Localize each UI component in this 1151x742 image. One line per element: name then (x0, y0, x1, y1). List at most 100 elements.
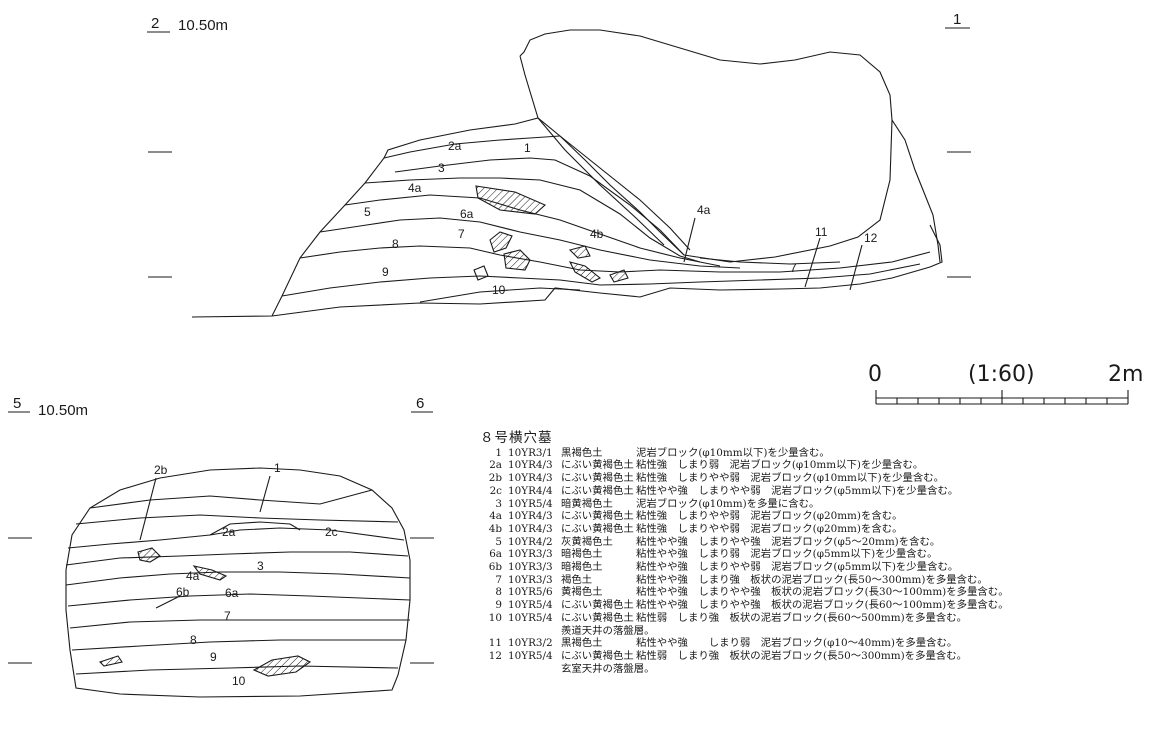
top-right-marker: 1 (953, 11, 961, 28)
soil-color: 黒褐色土 (561, 637, 603, 650)
layer-id: 4b (488, 522, 502, 535)
layer-label: 9 (210, 650, 217, 664)
bottom-layer-labels: 2b 1 2a 2c 3 4a 6b 6a 7 8 9 10 (154, 461, 338, 688)
layer-description: 粘性やや強 しまり弱 泥岩ブロック(φ5mm以下)を少量含む。 (636, 548, 938, 561)
layer-id: 6a (489, 548, 502, 561)
scale-ratio-label: (1:60) (968, 362, 1035, 387)
bottom-section (8, 411, 434, 698)
soil-color: 暗褐色土 (561, 548, 603, 561)
bottom-section-outline (65, 467, 411, 698)
munsell-code: 10YR4/3 (508, 472, 553, 485)
munsell-code: 10YR4/3 (508, 459, 553, 472)
layer-label: 4a (408, 181, 422, 195)
layer-id: 6b (488, 561, 502, 574)
layer-label: 7 (458, 227, 465, 241)
soil-color: にぶい黄褐色土 (561, 510, 634, 523)
layer-label: 10 (492, 283, 506, 297)
munsell-code: 10YR3/3 (508, 548, 553, 561)
layer-id: 8 (495, 586, 502, 599)
soil-color: にぶい黄褐色土 (561, 459, 634, 472)
layer-description: 粘性やや強 しまり弱 泥岩ブロック(φ10～40mm)を多量含む。 (636, 637, 958, 650)
soil-color: にぶい黄褐色土 (561, 522, 634, 535)
layer-description: 粘性弱 しまり強 板状の泥岩ブロック(長50～300mm)を多量含む。 (636, 649, 968, 662)
legend-title: ８号横穴墓 (480, 430, 553, 446)
soil-color: にぶい黄褐色土 (561, 484, 634, 497)
bottom-left-marker: 5 (13, 395, 21, 412)
soil-color: 暗褐色土 (561, 561, 603, 574)
bottom-right-marker: 6 (416, 395, 424, 412)
layer-label: 8 (190, 633, 197, 647)
soil-color: にぶい黄褐色土 (561, 599, 634, 612)
munsell-code: 10YR3/3 (508, 573, 553, 586)
soil-color: 褐色土 (561, 573, 593, 586)
layer-label: 2c (325, 525, 338, 539)
legend-row: 6b 10YR3/3 暗褐色土 粘性やや強 しまりやや弱 泥岩ブロック(φ5mm以下)… (480, 561, 1148, 574)
legend-row: 5 10YR4/2 灰黄褐色土 粘性やや強 しまりやや強 泥岩ブロック(φ5～20mm… (480, 536, 1148, 549)
layer-description: 粘性やや強 しまりやや強 泥岩ブロック(φ5～20mm)を含む。 (636, 535, 941, 548)
legend-row: 6a 10YR3/3 暗褐色土 粘性やや強 しまり弱 泥岩ブロック(φ5mm以下)を少… (480, 548, 1148, 561)
layer-label: 6a (225, 586, 239, 600)
layer-label: 4b (590, 227, 604, 241)
top-elevation: 10.50m (178, 17, 228, 34)
scale-bar (875, 390, 1129, 405)
layer-label: 3 (438, 161, 445, 175)
layer-description: 粘性強 しまり弱 泥岩ブロック(φ10mm以下)を少量含む。 (636, 459, 924, 472)
top-left-marker: 2 (151, 15, 159, 32)
layer-id: 9 (495, 599, 502, 612)
bottom-elevation: 10.50m (38, 402, 88, 419)
munsell-code: 10YR5/4 (508, 497, 553, 510)
top-section-outline (191, 29, 893, 318)
munsell-code: 10YR3/2 (508, 637, 553, 650)
layer-label: 11 (815, 225, 828, 239)
layer-id: 3 (495, 497, 502, 510)
layer-id: 2a (489, 459, 502, 472)
layer-label: 6a (460, 207, 474, 221)
layer-note: 玄室天井の落盤層。 (561, 662, 655, 675)
scale-start-label: 0 (868, 362, 882, 387)
soil-color: 黄褐色土 (561, 586, 603, 599)
munsell-code: 10YR4/2 (508, 535, 553, 548)
layer-label: 1 (274, 461, 281, 475)
layer-description: 粘性強 しまりやや弱 泥岩ブロック(φ10mm以下)を少量含む。 (636, 472, 945, 485)
layer-description: 粘性強 しまりやや弱 泥岩ブロック(φ20mm)を含む。 (636, 522, 903, 535)
soil-color: にぶい黄褐色土 (561, 472, 634, 485)
soil-color: 灰黄褐色土 (561, 535, 613, 548)
layer-label: 7 (790, 261, 797, 275)
legend-row: 2b 10YR4/3 にぶい黄褐色土粘性強 しまりやや弱 泥岩ブロック(φ10mm以… (480, 472, 1148, 485)
layer-id: 5 (495, 535, 502, 548)
layer-id: 2c (489, 484, 502, 497)
layer-id: 1 (495, 446, 502, 459)
layer-id: 2b (488, 472, 502, 485)
layer-label: 4a (186, 569, 200, 583)
layer-label: 2b (154, 463, 168, 477)
layer-label: 1 (524, 141, 531, 155)
layer-label: 12 (864, 231, 878, 245)
layer-description: 粘性やや強 しまりやや弱 泥岩ブロック(φ5mm以下)を少量含む。 (636, 561, 959, 574)
layer-label: 2a (448, 139, 462, 153)
soil-color: にぶい黄褐色土 (561, 611, 634, 624)
munsell-code: 10YR4/3 (508, 522, 553, 535)
layer-label: 5 (364, 205, 371, 219)
legend-row: 4b 10YR4/3 にぶい黄褐色土粘性強 しまりやや弱 泥岩ブロック(φ20mm)… (480, 523, 1148, 536)
layer-id: 10 (488, 611, 502, 624)
scale-end-label: 2m (1108, 362, 1143, 387)
layer-description: 粘性弱 しまり強 板状の泥岩ブロック(長60～500mm)を多量含む。 (636, 611, 968, 624)
layer-description: 粘性やや強 しまり強 板状の泥岩ブロック(長50～300mm)を多量含む。 (636, 573, 988, 586)
munsell-code: 10YR5/4 (508, 649, 553, 662)
layer-label: 8 (392, 237, 399, 251)
soil-color: 黒褐色土 (561, 446, 603, 459)
layer-label: 3 (257, 559, 264, 573)
munsell-code: 10YR3/1 (508, 446, 553, 459)
munsell-code: 10YR3/3 (508, 561, 553, 574)
top-section (147, 27, 971, 318)
layer-note: 羨道天井の落盤層。 (561, 624, 655, 637)
